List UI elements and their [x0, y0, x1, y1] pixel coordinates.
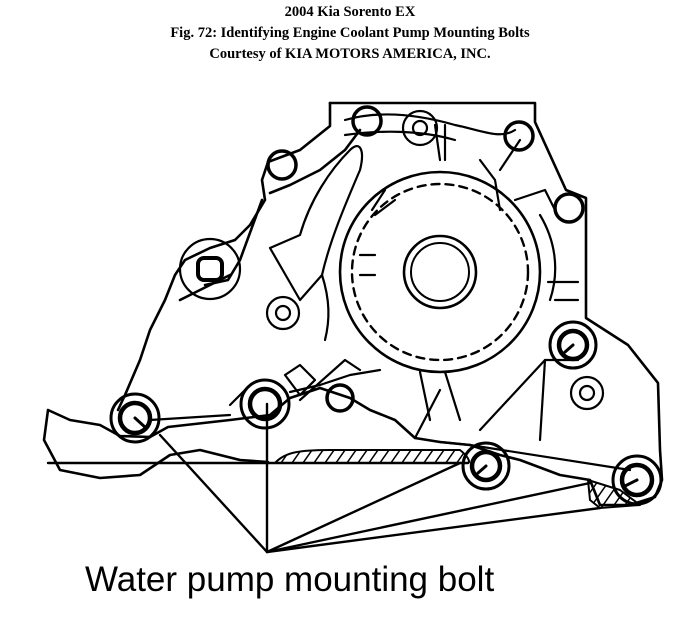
figure-header: 2004 Kia Sorento EX Fig. 72: Identifying…	[0, 0, 700, 65]
pump-housing-outline	[42, 101, 664, 507]
courtesy-line: Courtesy of KIA MOTORS AMERICA, INC.	[209, 46, 491, 62]
mounting-bolt	[461, 441, 511, 491]
pump-impeller	[338, 170, 542, 374]
mounting-bolt	[548, 320, 598, 370]
figure-title: Fig. 72: Identifying Engine Coolant Pump…	[170, 25, 530, 41]
leader-lines	[46, 402, 602, 554]
housing-ribs	[148, 113, 632, 472]
mounting-bolt	[611, 454, 663, 506]
callout-label: Water pump mounting bolt	[85, 560, 495, 599]
housing-bolts-top	[266, 105, 585, 413]
mounting-bolt	[109, 392, 161, 444]
dowel-pins	[178, 109, 605, 411]
mounting-bolt	[239, 378, 291, 430]
vehicle-title: 2004 Kia Sorento EX	[284, 4, 416, 20]
